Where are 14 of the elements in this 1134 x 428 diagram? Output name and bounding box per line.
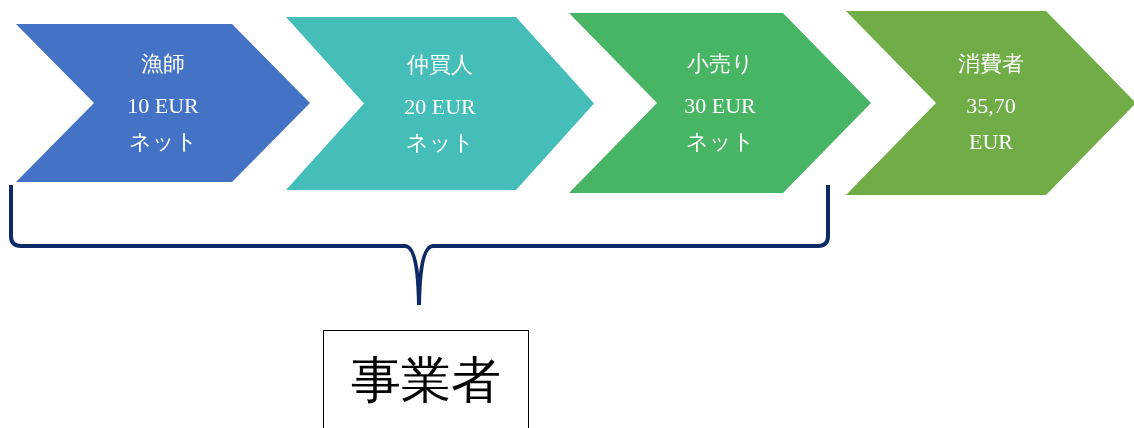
price-text: 35,70 EUR — [965, 92, 1017, 156]
price-text: 20 EUR ネット — [403, 92, 477, 157]
price-text: 30 EUR ネット — [683, 92, 757, 156]
price-text: 10 EUR ネット — [126, 92, 200, 156]
node-title: 小売り — [686, 50, 754, 78]
node-title: 消費者 — [958, 50, 1024, 78]
chevron-shape — [286, 17, 594, 190]
node-title: 漁師 — [141, 50, 185, 78]
chevron-shape — [569, 13, 871, 193]
node-title: 仲買人 — [407, 50, 473, 79]
chevron-shape — [846, 11, 1134, 195]
node-title: 事業者 — [351, 351, 501, 410]
label-box — [323, 330, 529, 428]
chevron-shape — [16, 24, 310, 182]
